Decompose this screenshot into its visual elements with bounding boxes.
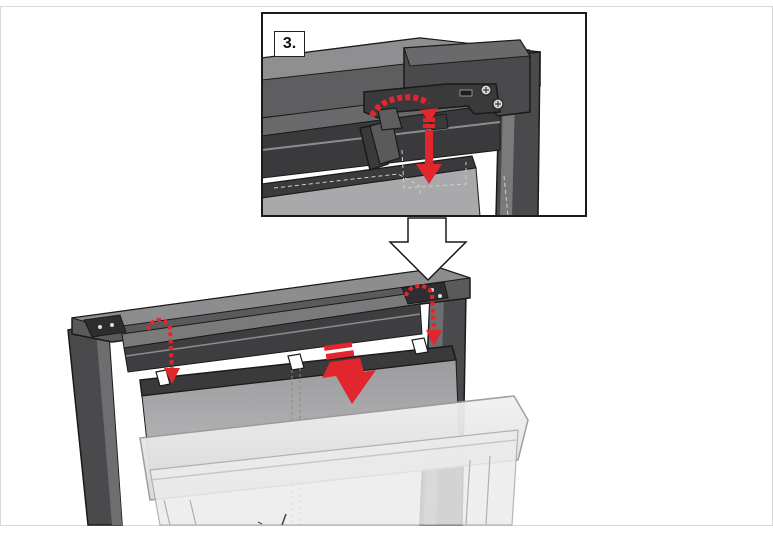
curved-arrow-icon — [369, 94, 431, 118]
curved-arrow-icon — [404, 284, 436, 335]
center-hook — [287, 353, 305, 371]
step-number-label: 3. — [274, 31, 305, 57]
down-arrow-icon — [322, 358, 376, 404]
detail-inset — [261, 12, 587, 217]
left-bracket — [83, 314, 127, 338]
cassette-body — [123, 303, 423, 373]
curved-arrow-icon — [146, 318, 174, 373]
right-bracket — [401, 281, 449, 305]
left-jamb-inner — [96, 327, 122, 525]
main-arrows — [146, 284, 442, 404]
callout-arrow-icon — [388, 217, 468, 282]
down-arrow-icon — [416, 164, 442, 184]
sash-body — [149, 429, 519, 526]
window-sash — [139, 395, 529, 526]
detail-border — [261, 12, 587, 217]
